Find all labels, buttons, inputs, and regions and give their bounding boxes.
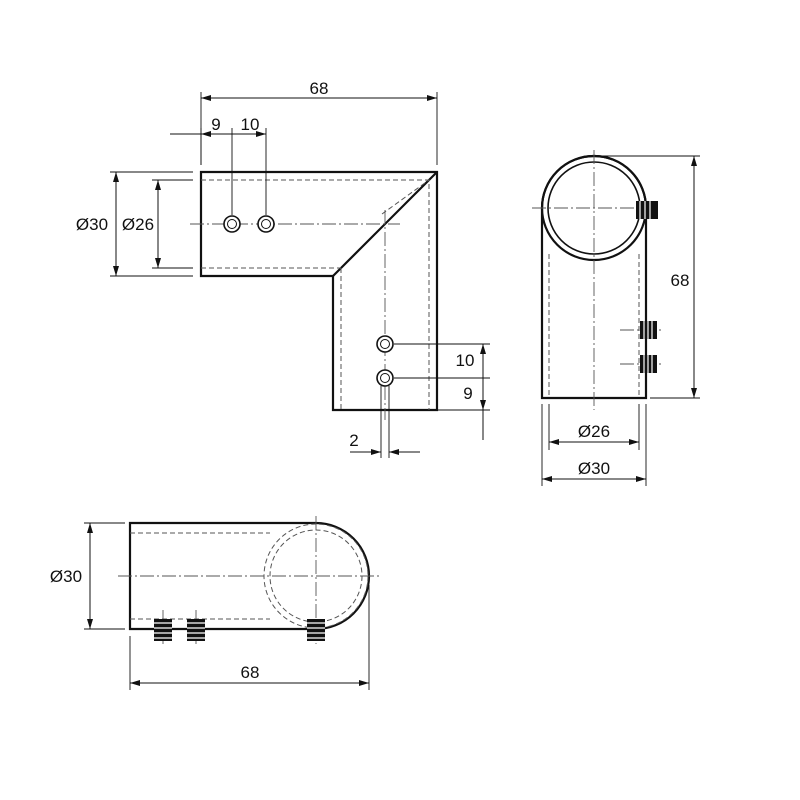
screw-hole [223,215,241,233]
dim-label-vertical-spacing: 10 [456,351,475,370]
dim-label-side-inner: Ø26 [578,422,610,441]
side-view-hidden [548,254,640,398]
front-view: 68 9 10 Ø30 Ø26 10 9 2 [76,79,490,458]
set-screw-icon [154,619,172,641]
bottom-view: Ø30 68 [50,516,380,690]
bottom-view-outline [128,521,371,631]
dim-label-height: 68 [671,271,690,290]
dim-label-hole-offset: 9 [211,115,220,134]
dim-label-bottom-diameter: Ø30 [50,567,82,586]
dim-label-hole-spacing: 10 [241,115,260,134]
set-screw-icon [640,321,657,339]
dim-label-wall: 2 [349,431,358,450]
set-screw-icon [640,355,657,373]
dim-label-vertical-offset: 9 [463,384,472,403]
screw-hole [376,335,394,353]
dim-label-width: 68 [310,79,329,98]
dim-label-inner-diameter: Ø26 [122,215,154,234]
dim-label-side-outer: Ø30 [578,459,610,478]
screw-hole [257,215,275,233]
hidden-bore [201,179,430,410]
set-screw-icon [187,619,205,641]
set-screw-icon [307,619,325,641]
set-screw-icon [636,201,658,219]
dim-label-outer-diameter: Ø30 [76,215,108,234]
side-view: 68 Ø26 Ø30 [532,150,700,486]
dim-label-bottom-length: 68 [241,663,260,682]
screw-hole [376,369,394,387]
